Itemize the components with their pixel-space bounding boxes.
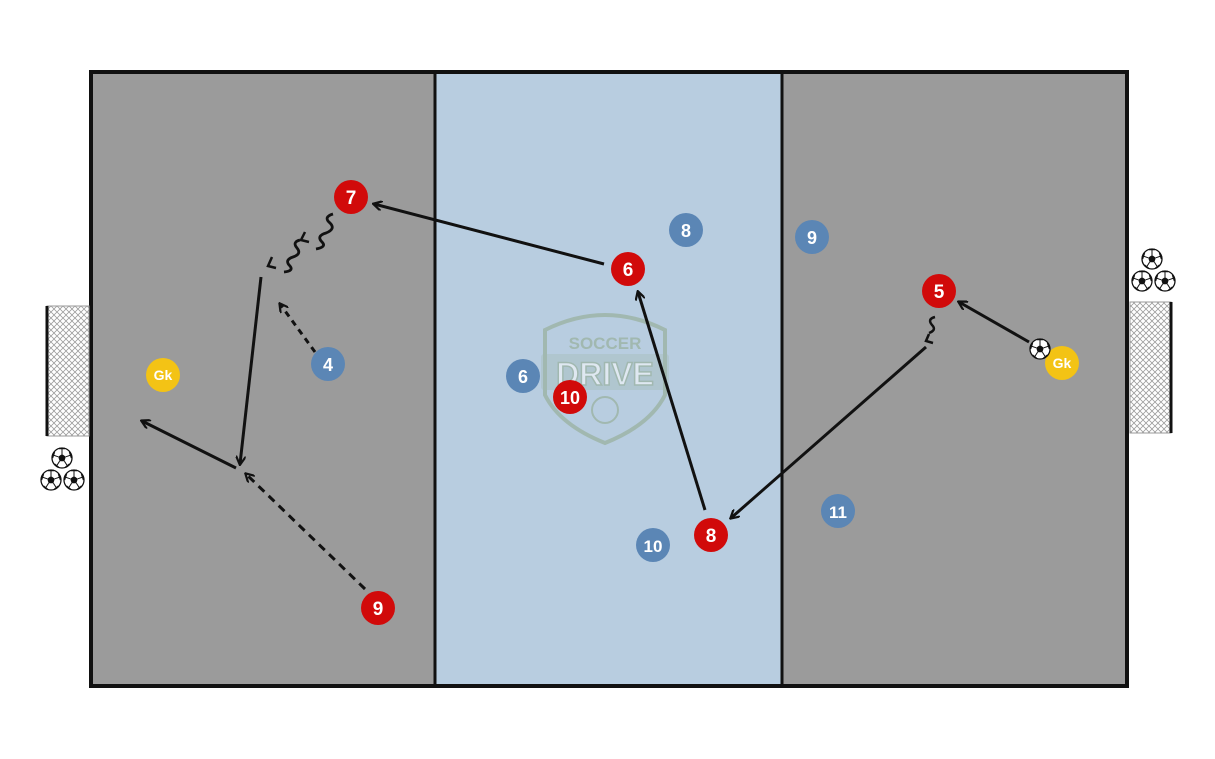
- gk-right-label: Gk: [1053, 355, 1072, 371]
- red-player-6: 6: [611, 252, 645, 286]
- dribble-path-red-7: [283, 212, 334, 274]
- blue-player-11: 11: [821, 494, 855, 528]
- red-player-7: 7: [334, 180, 368, 214]
- red-player-5-number: 5: [934, 282, 945, 303]
- movement-lines: [142, 204, 1030, 591]
- dribble-marker-b: [266, 256, 277, 270]
- red-player-7-number: 7: [346, 188, 357, 209]
- right-zone: [782, 72, 1127, 686]
- blue-player-4: 4: [311, 347, 345, 381]
- blue-player-10: 10: [636, 528, 670, 562]
- blue-player-10-number: 10: [644, 537, 663, 556]
- pass-arrow-8-to-6: [638, 292, 707, 511]
- goalkeeper-right: Gk: [1045, 346, 1079, 380]
- blue-player-6: 6: [506, 359, 540, 393]
- ball-stack-left: [40, 447, 85, 491]
- red-player-6-number: 6: [623, 260, 634, 281]
- red-player-5: 5: [922, 274, 956, 308]
- middle-zone: [434, 71, 783, 687]
- blue-player-11-number: 11: [829, 503, 847, 522]
- gk-left-label: Gk: [154, 367, 173, 383]
- left-goal: [45, 305, 90, 437]
- dribble-path-red-5: [924, 315, 936, 345]
- ball-at-gk-right: [1029, 338, 1051, 360]
- right-goal: [1129, 301, 1173, 434]
- blue-player-8: 8: [669, 213, 703, 247]
- blue-player-9: 9: [795, 220, 829, 254]
- blue-player-8-number: 8: [681, 221, 691, 241]
- blue-player-9-number: 9: [807, 228, 817, 248]
- blue-player-6-number: 6: [518, 367, 528, 387]
- red-player-9: 9: [361, 591, 395, 625]
- ball-stack-right: [1131, 248, 1176, 292]
- pass-arrow-to-goal: [142, 421, 237, 470]
- logo-text-line2: DRIVE: [556, 356, 654, 392]
- dribble-marker-a: [299, 231, 310, 244]
- blue-player-4-number: 4: [323, 355, 333, 375]
- red-player-10: 10: [553, 380, 587, 414]
- goalkeeper-left: Gk: [146, 358, 180, 392]
- pass-arrow-gk-to-5: [959, 302, 1030, 344]
- logo-text-line1: SOCCER: [569, 334, 642, 353]
- red-player-10-number: 10: [560, 388, 580, 408]
- pass-arrow-6-to-7: [374, 204, 605, 266]
- red-player-9-number: 9: [373, 599, 384, 620]
- pitch-outline: [89, 70, 1129, 688]
- run-arrow-blue-4: [280, 304, 317, 353]
- pass-arrow-5-to-8: [731, 345, 927, 518]
- red-player-8-number: 8: [706, 526, 717, 547]
- pass-arrow-down-left: [240, 276, 263, 464]
- red-player-8: 8: [694, 518, 728, 552]
